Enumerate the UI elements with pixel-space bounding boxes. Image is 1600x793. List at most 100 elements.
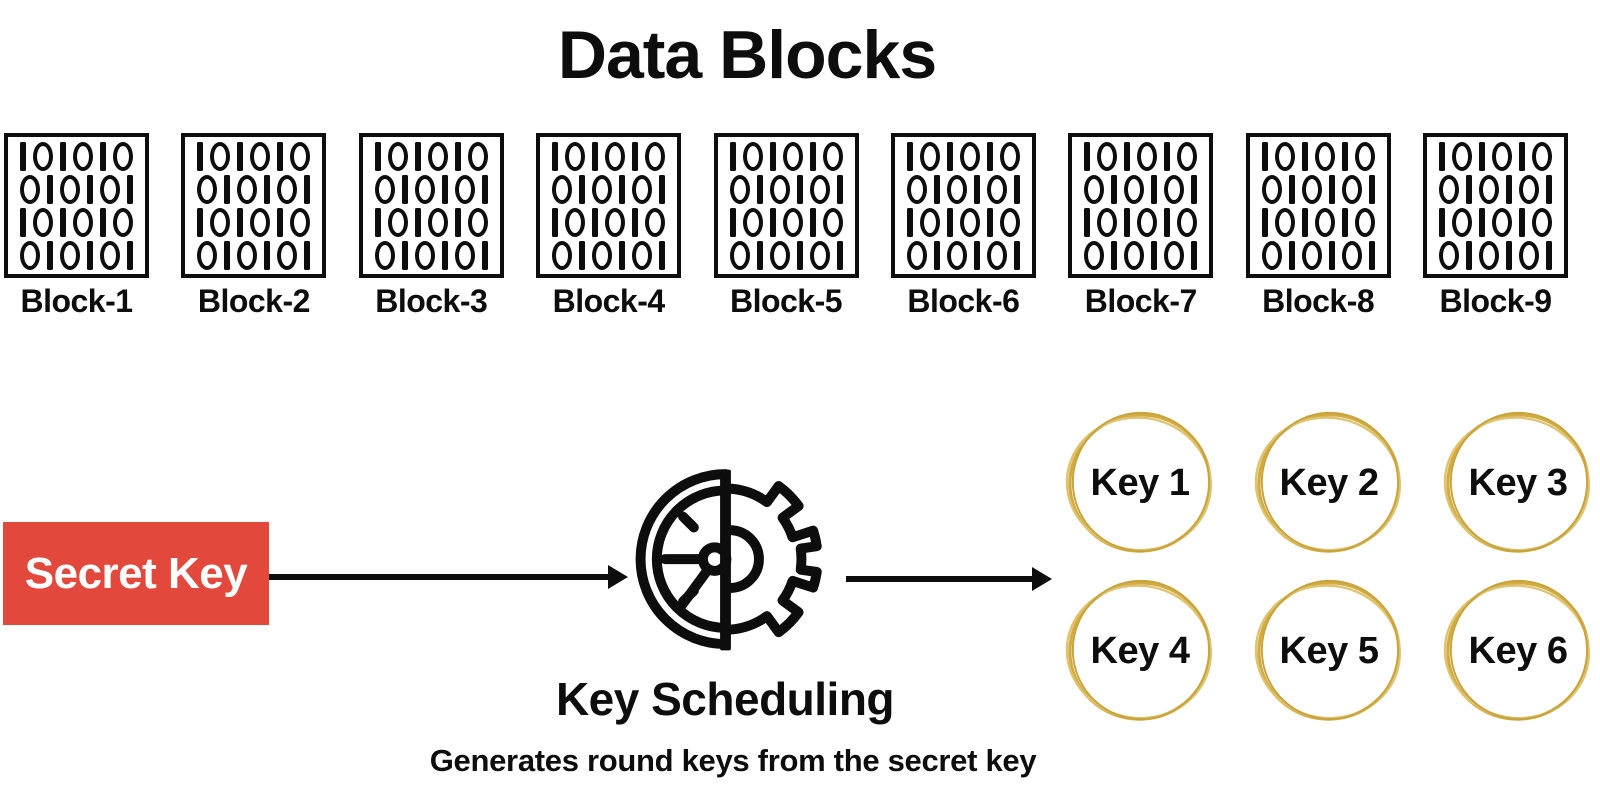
digit-1 bbox=[374, 141, 381, 171]
digit-1 bbox=[1151, 174, 1158, 204]
digit-0 bbox=[986, 240, 1007, 270]
data-block: Block-7 bbox=[1068, 133, 1214, 320]
digit-0 bbox=[374, 240, 395, 270]
clock-outer-rim bbox=[635, 469, 731, 650]
digit-0 bbox=[1261, 174, 1282, 204]
binary-row bbox=[906, 240, 1020, 270]
digit-0 bbox=[60, 240, 80, 270]
digit-1 bbox=[1124, 141, 1131, 171]
digit-0 bbox=[822, 207, 843, 237]
digit-0 bbox=[946, 174, 967, 204]
digit-1 bbox=[659, 174, 666, 204]
digit-0 bbox=[1314, 207, 1335, 237]
digit-0 bbox=[1519, 174, 1539, 204]
binary-row bbox=[1261, 207, 1375, 237]
digit-0 bbox=[1084, 174, 1105, 204]
binary-row bbox=[729, 141, 843, 171]
binary-row bbox=[20, 207, 133, 237]
round-key: Key 4 bbox=[1061, 573, 1219, 729]
digit-1 bbox=[1164, 207, 1171, 237]
binary-block bbox=[181, 133, 327, 278]
digit-0 bbox=[197, 240, 218, 270]
data-blocks-row: Block-1 Block-2 Block-3 Block-4 Block-5 … bbox=[4, 133, 1568, 320]
digit-1 bbox=[592, 141, 599, 171]
block-label: Block-7 bbox=[1084, 283, 1198, 319]
data-block: Block-8 bbox=[1245, 133, 1391, 320]
binary-row bbox=[729, 240, 843, 270]
digit-0 bbox=[1479, 174, 1499, 204]
digit-1 bbox=[659, 240, 666, 270]
digit-0 bbox=[986, 174, 1007, 204]
gear-hub-arc bbox=[725, 525, 764, 593]
digit-1 bbox=[1368, 240, 1375, 270]
digit-1 bbox=[1301, 207, 1308, 237]
digit-0 bbox=[959, 141, 980, 171]
digit-1 bbox=[87, 174, 93, 204]
digit-0 bbox=[822, 141, 843, 171]
digit-1 bbox=[809, 207, 816, 237]
binary-row bbox=[20, 174, 133, 204]
binary-row bbox=[552, 174, 666, 204]
digit-1 bbox=[1288, 240, 1295, 270]
digit-0 bbox=[1439, 240, 1459, 270]
binary-row bbox=[1261, 141, 1375, 171]
digit-1 bbox=[1506, 174, 1512, 204]
digit-0 bbox=[467, 207, 488, 237]
digit-1 bbox=[906, 141, 913, 171]
digit-0 bbox=[605, 207, 626, 237]
digit-1 bbox=[796, 240, 803, 270]
block-label: Block-1 bbox=[20, 283, 133, 319]
digit-1 bbox=[1341, 207, 1348, 237]
digit-0 bbox=[277, 174, 298, 204]
digit-0 bbox=[999, 141, 1020, 171]
digit-0 bbox=[729, 174, 750, 204]
digit-0 bbox=[632, 240, 653, 270]
digit-0 bbox=[1492, 207, 1512, 237]
binary-row bbox=[729, 207, 843, 237]
digit-0 bbox=[1439, 174, 1459, 204]
binary-row bbox=[552, 141, 666, 171]
digit-0 bbox=[1274, 207, 1295, 237]
digit-0 bbox=[552, 174, 573, 204]
digit-0 bbox=[906, 174, 927, 204]
digit-0 bbox=[605, 141, 626, 171]
scribble-circle-icon bbox=[1443, 579, 1590, 721]
binary-row bbox=[1084, 207, 1198, 237]
data-block: Block-9 bbox=[1423, 133, 1568, 320]
digit-0 bbox=[769, 174, 790, 204]
data-block: Block-6 bbox=[890, 133, 1036, 320]
digit-0 bbox=[1314, 141, 1335, 171]
digit-0 bbox=[1479, 240, 1499, 270]
digit-1 bbox=[836, 174, 843, 204]
digit-1 bbox=[769, 207, 776, 237]
digit-1 bbox=[1191, 240, 1198, 270]
arrow-shaft bbox=[846, 576, 1032, 582]
round-keys-grid: Key 1 Key 2 Key 3 bbox=[1061, 405, 1597, 729]
digit-0 bbox=[632, 174, 653, 204]
digit-0 bbox=[414, 174, 435, 204]
digit-1 bbox=[1328, 174, 1335, 204]
digit-1 bbox=[1124, 207, 1131, 237]
digit-1 bbox=[224, 174, 231, 204]
digit-0 bbox=[60, 174, 80, 204]
digit-1 bbox=[632, 141, 639, 171]
digit-1 bbox=[1111, 174, 1118, 204]
scheduler-title: Key Scheduling bbox=[555, 673, 895, 725]
scribble-circle-icon bbox=[1254, 411, 1401, 553]
digit-1 bbox=[100, 207, 106, 237]
digit-1 bbox=[454, 207, 461, 237]
digit-0 bbox=[769, 240, 790, 270]
binary-row bbox=[374, 141, 488, 171]
round-key-label: Key 1 bbox=[1090, 461, 1190, 504]
scribble-circle-icon bbox=[1443, 411, 1590, 553]
digit-1 bbox=[1341, 141, 1348, 171]
binary-block bbox=[1245, 133, 1391, 278]
digit-0 bbox=[1124, 240, 1145, 270]
binary-block bbox=[890, 133, 1036, 278]
binary-row bbox=[1261, 174, 1375, 204]
data-block: Block-1 bbox=[4, 133, 149, 320]
digit-1 bbox=[946, 141, 953, 171]
digit-1 bbox=[1328, 240, 1335, 270]
digit-1 bbox=[933, 174, 940, 204]
digit-1 bbox=[1479, 141, 1485, 171]
